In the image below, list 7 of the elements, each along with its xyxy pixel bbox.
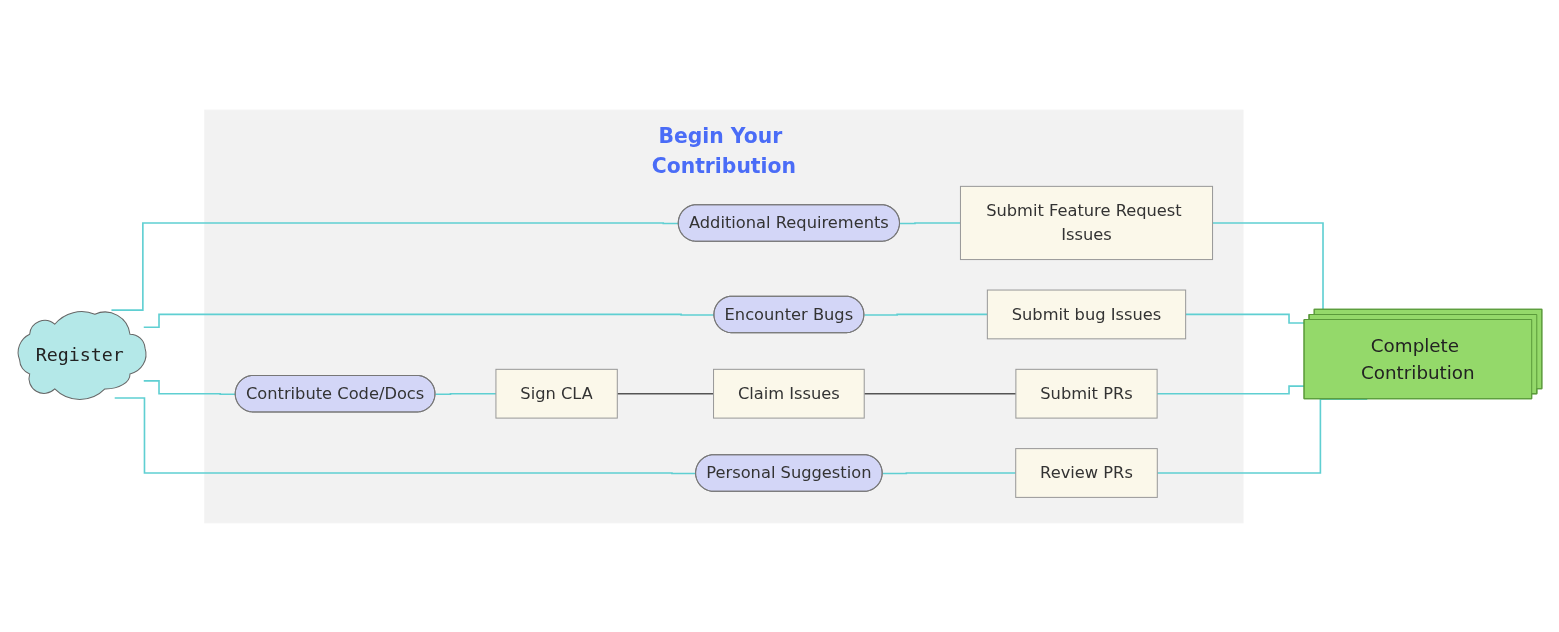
node-box [1014,368,1158,419]
node-box [986,289,1186,339]
node-box [959,185,1213,260]
node-box [1014,447,1158,498]
node-box [712,368,865,419]
cluster [203,109,1244,523]
node-box [494,368,618,419]
